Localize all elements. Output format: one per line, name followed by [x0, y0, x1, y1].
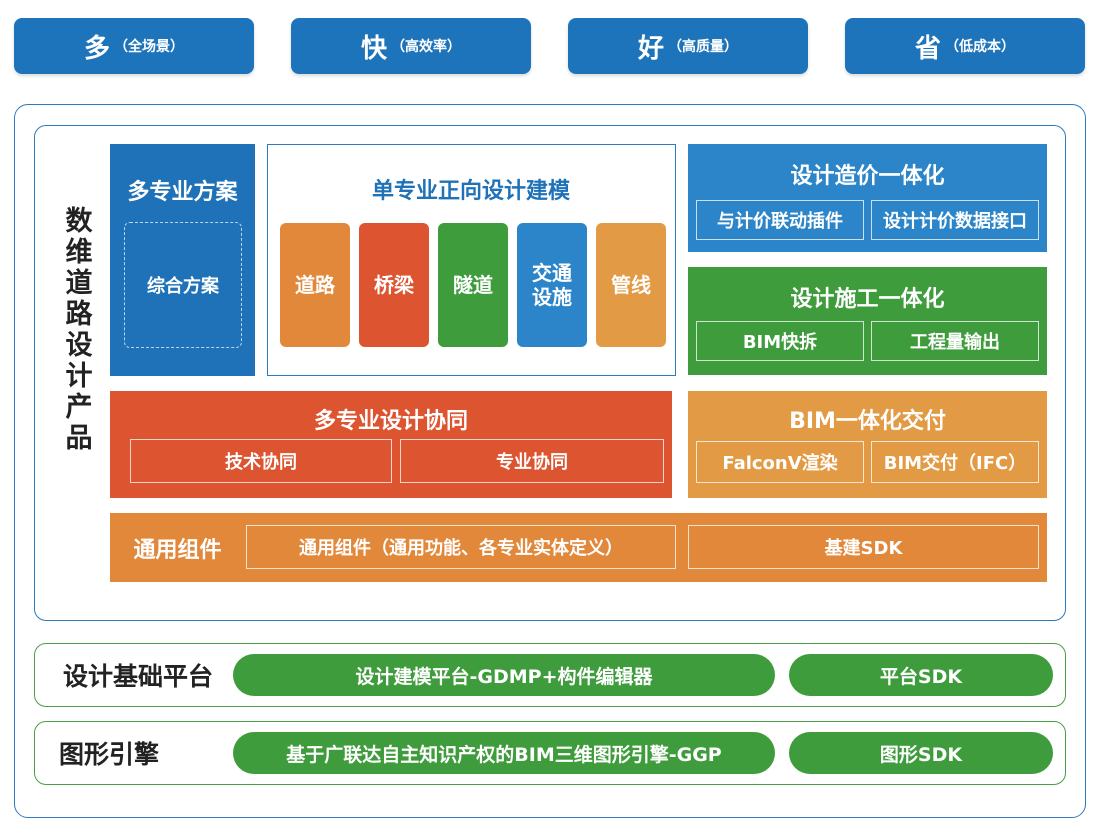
gdmp-platform-pill: 设计建模平台-GDMP+构件编辑器	[233, 654, 775, 696]
ggp-engine-pill: 基于广联达自主知识产权的BIM三维图形引擎-GGP	[233, 732, 775, 774]
tile-bridge: 桥梁	[359, 223, 429, 347]
construction-integration-box: 设计施工一体化 BIM快拆 工程量输出	[688, 267, 1047, 375]
graphics-engine-label: 图形引擎	[59, 740, 160, 769]
pill-main: 好	[637, 33, 664, 64]
common-functions: 通用组件（通用功能、各专业实体定义）	[246, 525, 676, 569]
multi-scheme-box: 多专业方案 综合方案	[110, 144, 255, 376]
design-platform-frame: 设计基础平台 设计建模平台-GDMP+构件编辑器 平台SDK	[34, 643, 1066, 707]
cost-integration-box: 设计造价一体化 与计价联动插件 设计计价数据接口	[688, 144, 1047, 252]
bim-delivery-title: BIM一体化交付	[789, 409, 946, 434]
common-components-title: 通用组件	[133, 537, 222, 563]
cost-integration-title: 设计造价一体化	[790, 164, 945, 189]
construction-integration-title: 设计施工一体化	[790, 287, 945, 312]
collaboration-title: 多专业设计协同	[313, 409, 468, 434]
single-modeling-box: 单专业正向设计建模 道路 桥梁 隧道 交通设施 管线	[267, 144, 676, 376]
integrated-scheme: 综合方案	[124, 222, 242, 348]
top-pill-more: 多（全场景）	[14, 18, 254, 74]
product-frame	[34, 125, 1066, 621]
pill-main: 多	[83, 33, 110, 64]
pill-main: 快	[360, 33, 387, 64]
falconv-render: FalconV渲染	[696, 441, 864, 483]
bim-delivery-ifc: BIM交付（IFC）	[871, 441, 1039, 483]
tile-tunnel: 隧道	[438, 223, 508, 347]
pricing-data-interface: 设计计价数据接口	[871, 200, 1039, 240]
graphics-engine-frame: 图形引擎 基于广联达自主知识产权的BIM三维图形引擎-GGP 图形SDK	[34, 721, 1066, 785]
architecture-frame	[14, 104, 1086, 818]
tile-pipeline: 管线	[596, 223, 666, 347]
single-modeling-title: 单专业正向设计建模	[371, 179, 570, 204]
collaboration-box: 多专业设计协同 技术协同 专业协同	[110, 391, 672, 498]
discipline-collaboration: 专业协同	[400, 439, 664, 483]
pill-main: 省	[914, 33, 941, 64]
pill-sub: （低成本）	[945, 39, 1015, 55]
common-components-box: 通用组件 通用组件（通用功能、各专业实体定义） 基建SDK	[110, 513, 1047, 582]
tile-traffic: 交通设施	[517, 223, 587, 347]
top-pill-fast: 快（高效率）	[291, 18, 531, 74]
design-platform-label: 设计基础平台	[62, 662, 213, 691]
multi-scheme-title: 多专业方案	[127, 180, 238, 205]
pill-sub: （高效率）	[391, 39, 461, 55]
graphics-sdk-pill: 图形SDK	[789, 732, 1053, 774]
product-label: 数维道路设计产品	[65, 206, 93, 454]
pill-sub: （高质量）	[668, 39, 738, 55]
pill-sub: （全场景）	[114, 39, 184, 55]
bim-quick-split: BIM快拆	[696, 321, 864, 361]
platform-sdk-pill: 平台SDK	[789, 654, 1053, 696]
infrastructure-sdk: 基建SDK	[688, 525, 1039, 569]
quantity-output: 工程量输出	[871, 321, 1039, 361]
tech-collaboration: 技术协同	[130, 439, 392, 483]
top-pill-save: 省（低成本）	[845, 18, 1085, 74]
pricing-plugin: 与计价联动插件	[696, 200, 864, 240]
tile-road: 道路	[280, 223, 350, 347]
bim-delivery-box: BIM一体化交付 FalconV渲染 BIM交付（IFC）	[688, 391, 1047, 498]
top-pill-good: 好（高质量）	[568, 18, 808, 74]
